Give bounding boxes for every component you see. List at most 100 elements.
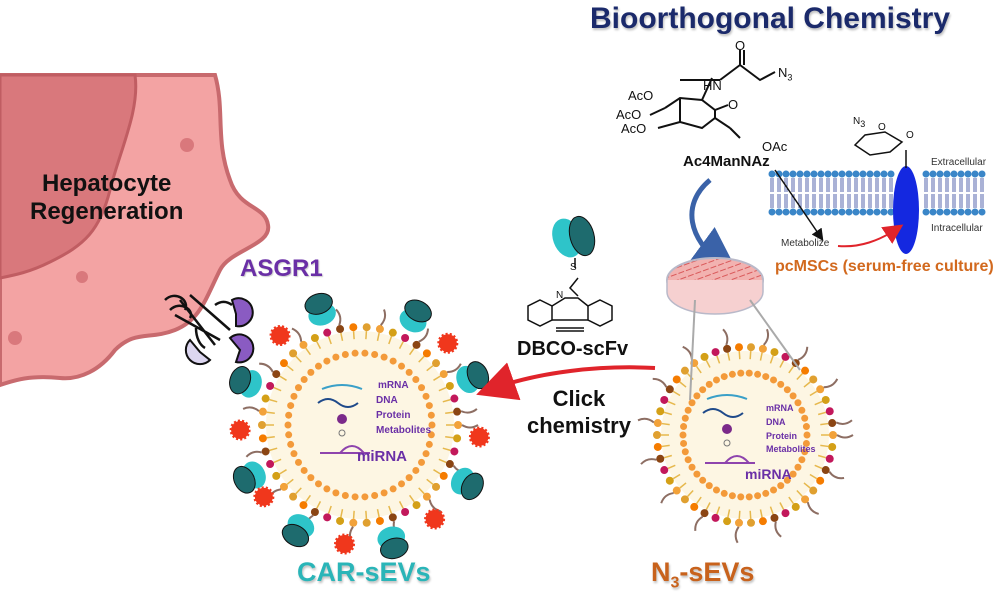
scfv-domain [568,215,596,257]
lipid-head [745,369,753,377]
lipid-head [699,476,707,484]
lipid-head [825,454,834,463]
n3-prefix: N [651,557,671,587]
phospholipid-head [929,208,937,216]
lipid-head [734,343,743,352]
glycan-chain [835,419,853,425]
amide-hn: HN [703,78,722,93]
lipid-head [794,399,802,407]
lipid-head [816,476,825,485]
lipid-head [680,366,689,375]
ac4mannaz-label: Ac4ManNAz [683,153,770,170]
lipid-head [754,370,762,378]
lipid-head [323,513,332,522]
lipid-head [737,493,745,501]
lipid-head [258,421,266,429]
cargo-mrna: mRNA [766,403,794,413]
phospholipid-head [817,208,825,216]
glycan-chain [828,471,845,480]
phospholipid-head [957,170,965,178]
cargo-protein: Protein [766,431,798,441]
phospholipid-head [943,208,951,216]
lipid-head [349,323,358,332]
lipid-head [314,480,322,488]
car-scfv-domain [232,465,256,494]
lipid-head [422,349,431,358]
lipid-head [801,366,810,375]
lipid-head [781,509,790,518]
click-line1: Click [552,386,606,411]
phospholipid-head [782,170,790,178]
azido-sugar-ring [853,131,904,156]
lipid-head [285,411,293,419]
lipid-head [801,495,810,504]
car-sevs-label: CAR-sEVs [297,557,431,587]
lipid-head [747,343,756,352]
asgr1-domains [184,297,255,366]
cargo-mirna: miRNA [357,448,408,465]
lipid-head [680,495,689,504]
vesicle-lumen [266,331,454,519]
lipid-head [412,501,421,510]
aco-group-3: AcO [621,121,647,136]
phospholipid-head [866,208,874,216]
car-scfv-domain [404,299,432,323]
lipid-head [341,491,349,499]
lipid-head [801,448,809,456]
phospholipid-head [887,170,895,178]
lipid-head [711,348,720,357]
lipid-head [261,447,270,456]
lipid-head [684,456,692,464]
azide-label: N3 [778,65,792,83]
lipid-head [737,369,745,377]
lipid-head [287,440,295,448]
phospholipid-tail [854,178,858,208]
phospholipid-tail [847,178,851,208]
lipid-head [758,517,767,526]
cargo-metabolites: Metabolites [376,425,432,436]
lipid-head [299,340,308,349]
lipid-head [711,513,720,522]
metabolite-icon [723,439,731,447]
lipid-head [783,476,791,484]
lipid-head [445,381,454,390]
phospholipid-tail [931,178,935,208]
ac4mannaz-structure [649,50,776,139]
glycan-chain [694,515,704,531]
metabolite-icon [338,429,346,437]
lipid-head [723,517,732,526]
phospholipid-head [782,208,790,216]
glycan-chain [242,406,260,412]
lipid-head [802,439,810,447]
page-title: Bioorthogonal Chemistry [590,2,951,35]
car-scfv-domain [380,537,409,560]
lipid-head [287,402,295,410]
glycan-chain [335,308,342,326]
phospholipid-head [887,208,895,216]
phospholipid-head [978,208,986,216]
lipid-head [388,328,397,337]
phospholipid-tail [819,178,823,208]
lipid-head [405,474,413,482]
phospholipid-head [964,170,972,178]
glycan-chain [428,499,441,513]
lipid-head [258,407,267,416]
lipid-head [323,485,331,493]
lipid-head [700,509,709,518]
lipid-head [445,460,454,469]
phospholipid-head [838,170,846,178]
phospholipid-head [831,208,839,216]
lipid-head [798,456,806,464]
lipid-head [747,518,756,527]
lipid-head [688,399,696,407]
lipid-head [672,486,681,495]
lipid-head [361,349,369,357]
lipid-head [816,385,825,394]
lipid-head [341,351,349,359]
glycan-n: N [853,116,861,127]
lipid-head [401,333,410,342]
phospholipid-head [796,170,804,178]
lipid-head [351,349,359,357]
